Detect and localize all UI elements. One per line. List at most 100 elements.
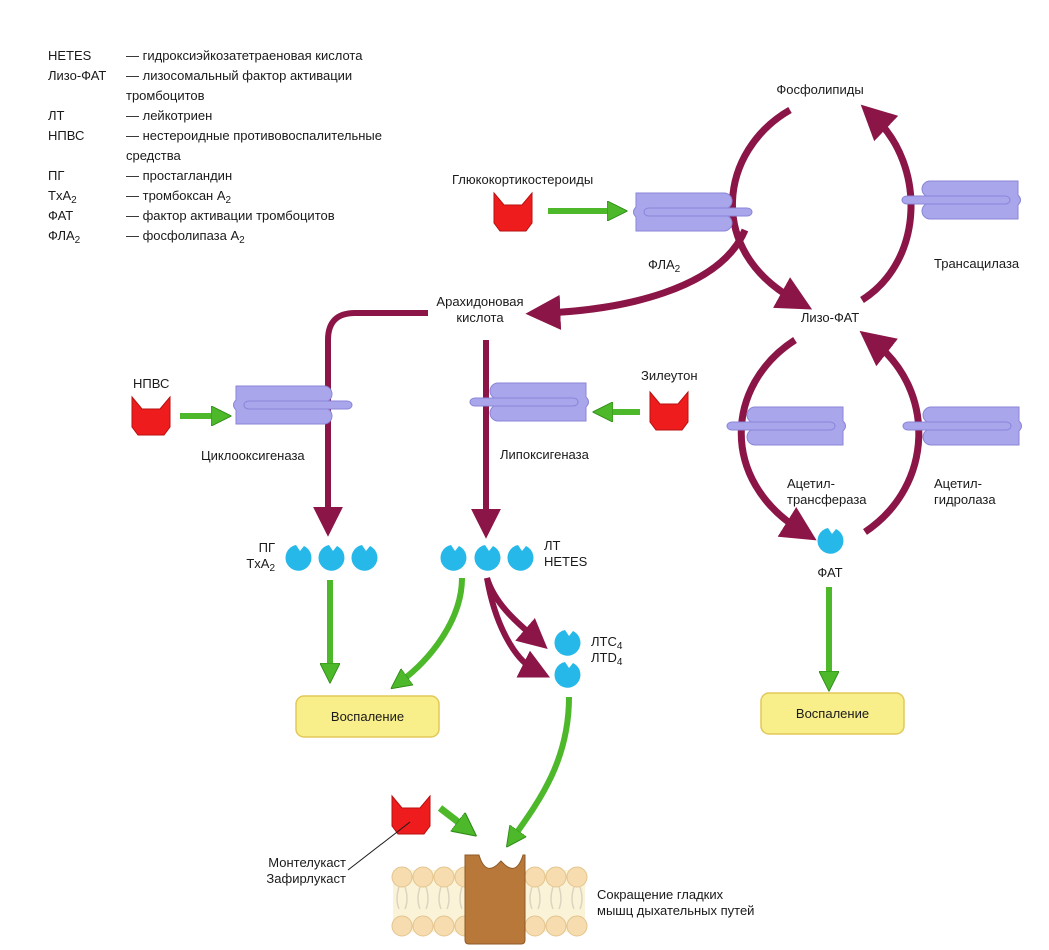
legend-definition-text: — фосфолипаза A	[126, 228, 240, 243]
leukotriene-mediator-icon	[507, 545, 534, 571]
nsaid-label: НПВС	[133, 376, 170, 391]
paf-mediator-icon	[817, 528, 844, 554]
arrow-lyso-paf-to-phospholipids	[860, 104, 915, 303]
legend-definition-sub: 2	[239, 235, 245, 246]
inflammation-box-right	[760, 692, 905, 735]
cyclooxygenase-label: Циклооксигеназа	[201, 448, 305, 463]
lipid-head	[524, 915, 546, 937]
lipid-head	[566, 915, 588, 937]
legend-abbr: ФЛА2	[48, 226, 126, 246]
inflammation-left-label: Воспаление	[330, 709, 405, 724]
cyclooxygenase-enzyme	[233, 385, 353, 425]
legend-row: ФЛА2— фосфолипаза A2	[48, 226, 426, 246]
txa2-label-text: TxA	[246, 556, 270, 571]
lipoxygenase-label: Липоксигеназа	[500, 447, 589, 462]
arrow-montelukast-to-receptor	[437, 805, 466, 828]
legend-abbr: ПГ	[48, 168, 65, 183]
nsaid-inhibitor-icon	[131, 396, 171, 436]
arrow-lyso-paf-to-paf	[737, 337, 817, 541]
lipid-head	[391, 915, 413, 937]
ltc4-label-sub: 4	[616, 641, 623, 652]
legend-abbr: HETES	[48, 48, 92, 63]
legend-row: HETES— гидроксиэйкозатетраеновая кислота	[48, 46, 426, 66]
pla2-label-sub: 2	[674, 264, 681, 275]
leukotriene-receptor	[464, 854, 526, 945]
legend-row: TxA2— тромбоксан A2	[48, 186, 426, 206]
zileuton-label: Зилеутон	[641, 368, 698, 383]
transacylase-enzyme	[901, 180, 1021, 220]
lipid-head	[412, 915, 434, 937]
lipid-head	[524, 866, 546, 888]
lipid-tail	[438, 886, 450, 910]
lipid-head	[433, 915, 455, 937]
glucocorticoids-label: Глюкокортикостероиды	[452, 172, 594, 187]
arrow-ltd4-to-receptor	[513, 696, 572, 838]
ltd4-label-sub: 4	[616, 657, 623, 668]
legend-abbr: TxA2	[48, 186, 126, 206]
montelukast-inhibitor-icon	[391, 795, 431, 835]
legend-row: НПВС— нестероидные противовоспалительные…	[48, 126, 426, 166]
arrow-to-arachidonic-acid	[525, 228, 749, 330]
lipid-tail	[529, 886, 541, 910]
arrow-paf-to-lyso-paf	[859, 330, 923, 535]
arrow-phospholipids-to-lyso-paf	[728, 106, 813, 310]
legend-abbr: ЛТ	[48, 108, 65, 123]
ltd4-label: ЛТD4	[591, 650, 623, 668]
legend-abbr: Лизо-ФАТ	[48, 68, 107, 83]
ltc4-mediator-icon	[554, 630, 581, 656]
legend-row: ПГ — простагландин	[48, 166, 426, 186]
legend-abbr-sub: 2	[74, 235, 81, 246]
prostaglandin-mediator-icon	[351, 545, 378, 571]
legend-row: ЛТ — лейкотриен	[48, 106, 426, 126]
legend-definition: — лизосомальный фактор активации тромбоц…	[126, 68, 353, 103]
lipid-head	[391, 866, 413, 888]
legend-abbr-text: TxA	[48, 188, 72, 203]
montelukast-label: Монтелукаст	[268, 855, 346, 870]
lyso-paf-label: Лизо-ФАТ	[800, 310, 860, 325]
txa2-label-sub: 2	[269, 563, 275, 574]
lipid-tail	[550, 886, 562, 910]
legend-abbr: ФАТ	[48, 208, 74, 223]
pla2-label-text: ФЛА	[648, 257, 675, 272]
lipid-head	[545, 915, 567, 937]
arrow-lt-to-ltd4	[484, 577, 551, 678]
lipid-head	[566, 866, 588, 888]
transacylase-label: Трансацилаза	[934, 256, 1020, 271]
pg-label: ПГ	[258, 540, 275, 555]
inflammation-box-left	[295, 695, 440, 738]
prostaglandin-mediator-icon	[285, 545, 312, 571]
ltd4-label-text: ЛТD	[591, 650, 617, 665]
leukotriene-mediator-icon	[474, 545, 501, 571]
acetyltransferase-label: Ацетил-трансфераза	[787, 476, 867, 508]
ltc4-label-text: ЛТC	[591, 634, 617, 649]
hetes-label: HETES	[544, 554, 588, 569]
montelukast-pointer-line	[347, 821, 411, 871]
contraction-line1: Сокращение гладких	[597, 887, 724, 902]
phospholipids-label: Фосфолипиды	[776, 82, 864, 97]
arachidonic-acid-line2: кислота	[456, 310, 504, 325]
lipid-tail	[417, 886, 429, 910]
legend-definition: — простагландин	[126, 168, 233, 183]
legend-definition: — лейкотриен	[126, 108, 213, 123]
acetylhydrolase-line2: гидролаза	[934, 492, 996, 507]
arrow-arachidonic-to-cox	[313, 310, 428, 537]
legend-definition-sub: 2	[225, 195, 232, 206]
legend-abbr-text: ФЛА	[48, 228, 75, 243]
legend-abbr-sub: 2	[71, 195, 77, 206]
inflammation-right-label: Воспаление	[795, 706, 870, 721]
arachidonic-acid-line1: Арахидоновая	[436, 294, 524, 309]
acetyltransferase-line1: Ацетил-	[787, 476, 835, 491]
lipid-tail	[571, 886, 583, 910]
lipid-head	[412, 866, 434, 888]
contraction-line2: мышц дыхательных путей	[597, 903, 755, 918]
legend-abbr: НПВС	[48, 128, 85, 143]
legend-definition-text: — тромбоксан A	[126, 188, 226, 203]
legend-row: Лизо-ФАТ — лизосомальный фактор активации…	[48, 66, 426, 106]
leukotriene-mediator-icon	[440, 545, 467, 571]
